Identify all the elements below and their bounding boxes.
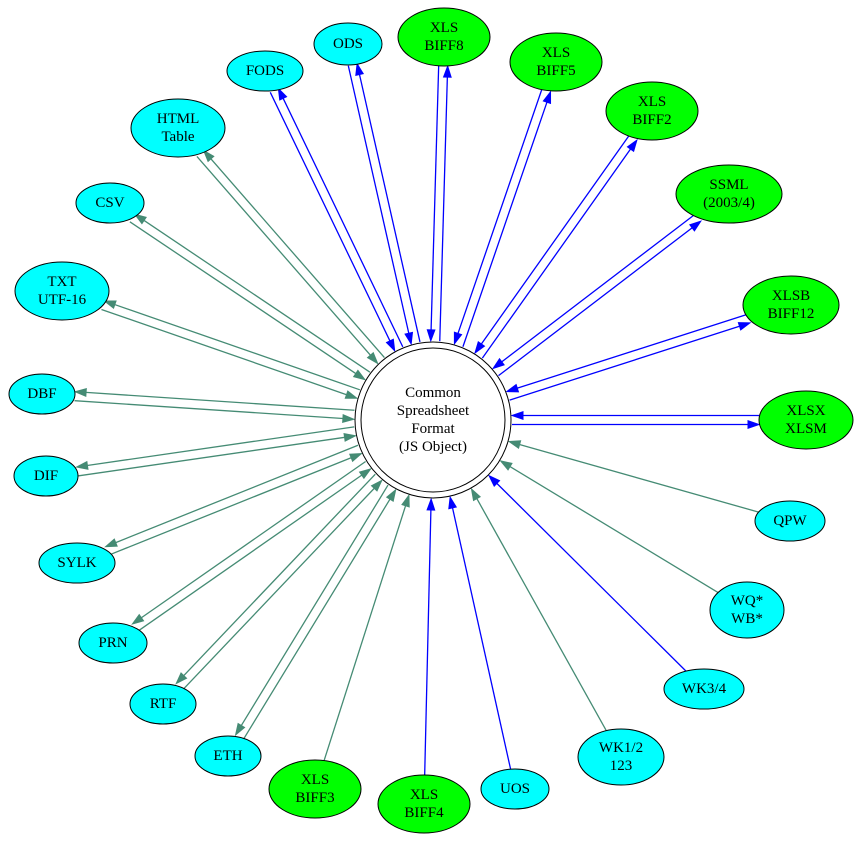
node-label: BIFF4	[404, 805, 444, 821]
node-xls2: XLS BIFF2	[605, 81, 699, 141]
node-label: PRN	[98, 635, 127, 651]
node-label: WB*	[731, 611, 763, 627]
node-label: QPW	[773, 513, 807, 529]
node-xls8: XLS BIFF8	[397, 7, 491, 67]
node-label: XLS	[638, 94, 666, 110]
node-txt: TXT UTF-16	[14, 261, 110, 321]
node-label: FODS	[246, 63, 284, 79]
edge-uos	[448, 495, 512, 770]
node-label: ODS	[333, 36, 363, 52]
edge-ods	[347, 62, 421, 346]
node-xlsb: XLSB BIFF12	[742, 275, 840, 335]
node-xls5: XLS BIFF5	[509, 32, 603, 92]
node-csv: CSV	[75, 182, 145, 224]
edge-fods	[269, 87, 404, 353]
node-xls4: XLS BIFF4	[377, 774, 471, 834]
node-label: WQ*	[731, 593, 764, 609]
node-label: Table	[161, 129, 194, 145]
node-ods: ODS	[313, 22, 383, 66]
node-label: XLS	[410, 787, 438, 803]
node-uos: UOS	[480, 768, 550, 810]
node-label: BIFF5	[536, 63, 575, 79]
node-label: RTF	[150, 696, 177, 712]
edge-xls8	[426, 64, 452, 343]
center-label: Format	[411, 421, 455, 437]
node-prn: PRN	[78, 622, 148, 664]
node-fods: FODS	[226, 50, 304, 92]
node-xls3: XLS BIFF3	[268, 759, 362, 819]
edge-html	[196, 149, 385, 365]
edge-xls5	[453, 88, 552, 347]
center-label: Common	[405, 385, 461, 401]
node-wk3: WK3/4	[663, 668, 745, 710]
node-rtf: RTF	[129, 683, 197, 725]
node-label: BIFF2	[632, 112, 671, 128]
edge-xls2	[474, 134, 638, 359]
edge-xlsx	[510, 410, 761, 430]
edges-layer	[73, 62, 761, 776]
edge-eth	[234, 484, 397, 740]
node-label: DIF	[34, 468, 58, 484]
edge-xls4	[424, 497, 436, 776]
node-dbf: DBF	[8, 373, 76, 415]
node-wk1: WK1/2 123	[577, 728, 665, 786]
node-label: SYLK	[57, 555, 96, 571]
edge-wqb	[499, 460, 719, 594]
edge-xlml	[491, 213, 703, 377]
node-label: XLS	[301, 772, 329, 788]
node-eth: ETH	[194, 735, 262, 777]
edge-wk1	[470, 487, 607, 731]
node-xlsx: XLSX XLSM	[758, 390, 854, 450]
edge-sylk	[104, 444, 363, 556]
node-label: UTF-16	[38, 292, 87, 308]
edge-wk3	[487, 474, 687, 672]
node-label: ETH	[213, 748, 242, 764]
node-label: XLS	[430, 20, 458, 36]
center-label: Spreadsheet	[397, 403, 470, 419]
node-label: HTML	[157, 111, 200, 127]
node-html: HTML Table	[130, 98, 226, 158]
edge-txt	[101, 300, 361, 399]
node-label: XLSM	[785, 421, 827, 437]
node-qpw: QPW	[754, 500, 826, 542]
node-label: BIFF12	[768, 306, 815, 322]
node-label: TXT	[47, 274, 76, 290]
node-label: BIFF3	[295, 790, 334, 806]
edge-dbf	[73, 387, 356, 423]
node-label: 123	[610, 758, 633, 774]
edge-prn	[131, 460, 373, 632]
center-label: (JS Object)	[399, 439, 467, 455]
node-label: UOS	[500, 781, 530, 797]
node-sylk: SYLK	[38, 542, 116, 584]
node-label: DBF	[27, 386, 56, 402]
node-label: SSML	[709, 177, 748, 193]
node-dif: DIF	[13, 455, 79, 497]
node-label: XLSB	[772, 288, 810, 304]
node-label: BIFF8	[424, 38, 463, 54]
node-label: WK3/4	[682, 681, 727, 697]
edge-dif	[75, 426, 357, 477]
node-wqb: WQ* WB*	[709, 581, 785, 639]
edge-xls3	[323, 493, 410, 761]
node-label: (2003/4)	[703, 195, 755, 211]
node-label: XLS	[542, 45, 570, 61]
node-label: CSV	[95, 195, 124, 211]
edge-rtf	[175, 473, 383, 691]
edge-csv	[129, 213, 371, 381]
edge-xlsb	[505, 313, 752, 401]
node-label: WK1/2	[599, 740, 643, 756]
node-label: XLSX	[786, 403, 825, 419]
edge-qpw	[507, 440, 759, 513]
node-xlml: SSML (2003/4)	[675, 164, 783, 224]
